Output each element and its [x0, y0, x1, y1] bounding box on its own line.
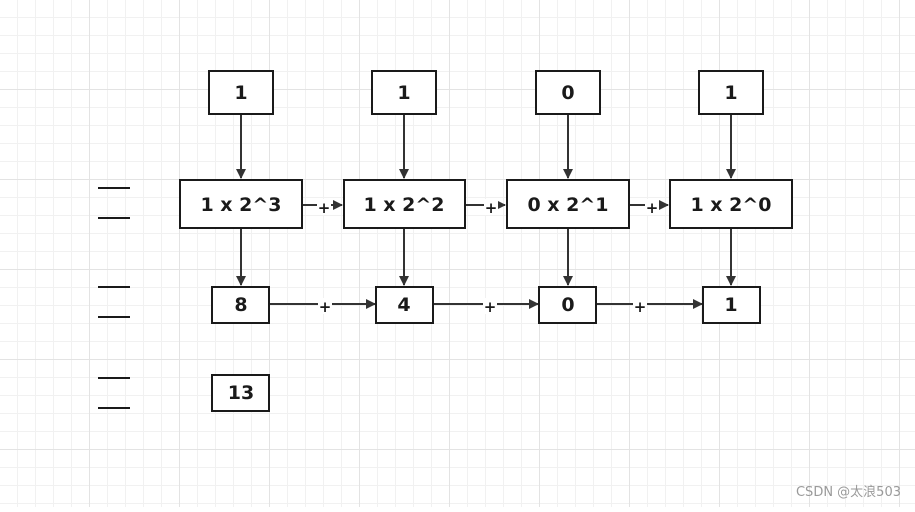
result-row: 13: [211, 374, 270, 412]
term-label: 1 x 2^3: [200, 194, 281, 216]
watermark: CSDN @太浪503: [795, 485, 901, 500]
term-box: [506, 179, 630, 229]
term-row: 1 x 2^3 1 x 2^2 0 x 2^1 1 x 2^0: [179, 179, 793, 229]
bit-label: 1: [397, 82, 410, 104]
plus-bg: [484, 199, 498, 215]
value-box: [211, 286, 270, 324]
plus-operator: +: [318, 199, 331, 217]
plus-operator: +: [485, 199, 498, 217]
bit-row: 1 1 0 1: [208, 70, 764, 115]
value-label: 8: [234, 294, 247, 316]
term-box: [669, 179, 793, 229]
bit-to-term-arrows: [236, 114, 736, 179]
result-label: 13: [228, 382, 254, 404]
row-markers: [98, 187, 130, 409]
bit-label: 0: [561, 82, 574, 104]
plus-operator: +: [634, 298, 647, 316]
term-label: 1 x 2^2: [363, 194, 444, 216]
plus-bg: [317, 199, 331, 215]
bit-box: [371, 70, 437, 115]
value-box: [702, 286, 761, 324]
plus-bg: [483, 298, 497, 314]
value-row: 8 4 0 1: [211, 286, 761, 324]
result-box: [211, 374, 270, 412]
value-box: [375, 286, 434, 324]
term-label: 0 x 2^1: [527, 194, 608, 216]
value-label: 4: [397, 294, 410, 316]
term-plus-arrows: + + +: [302, 199, 669, 217]
term-box: [343, 179, 466, 229]
value-plus-arrows: + + +: [270, 298, 703, 316]
plus-bg: [645, 199, 659, 215]
bit-label: 1: [724, 82, 737, 104]
plus-operator: +: [484, 298, 497, 316]
value-label: 0: [561, 294, 574, 316]
plus-bg: [633, 298, 647, 314]
bit-box: [208, 70, 274, 115]
bit-box: [698, 70, 764, 115]
value-label: 1: [724, 294, 737, 316]
term-box: [179, 179, 303, 229]
term-label: 1 x 2^0: [690, 194, 771, 216]
value-box: [538, 286, 597, 324]
plus-operator: +: [319, 298, 332, 316]
plus-operator: +: [646, 199, 659, 217]
plus-bg: [318, 298, 332, 314]
term-to-value-arrows: [236, 228, 736, 286]
bit-label: 1: [234, 82, 247, 104]
bit-box: [535, 70, 601, 115]
